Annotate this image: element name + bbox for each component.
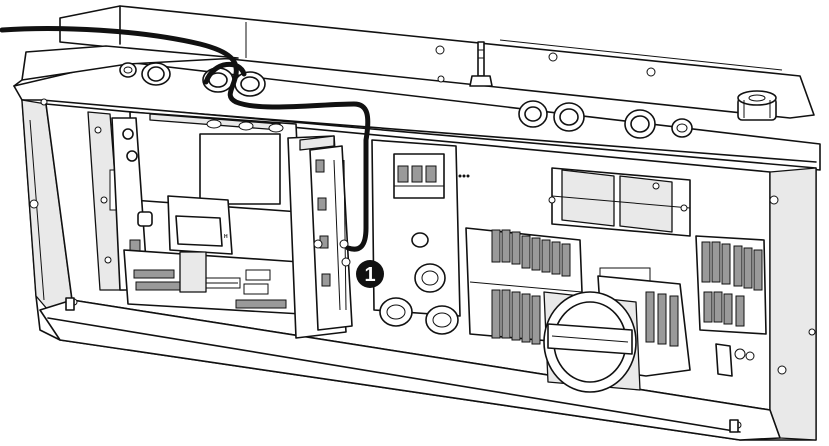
top-rear-panel [59,5,815,119]
svg-text:H: H [224,234,228,240]
screw [808,328,816,336]
mounting-hole [548,52,558,62]
center-mounting-plate [371,139,470,335]
fuse-holder-block [548,167,691,237]
cable-gland [624,109,656,139]
bushing [411,232,429,248]
mounting-hole [437,75,445,83]
callout-1: 1 [356,260,384,288]
mounting-hole [646,67,656,77]
pcb-terminal-row [133,269,287,309]
cable-entry-hole [379,297,413,327]
module-cover [199,133,281,205]
mounting-hole [435,45,445,55]
cable-gland [234,71,266,97]
main-disconnect-switch [543,275,691,393]
large-cable-gland [737,90,777,121]
small-nut [671,118,693,138]
cable-gland [518,100,548,128]
terminal-block-row [491,229,571,277]
cable-glands [119,41,777,139]
threaded-stud [469,41,493,87]
screw [777,365,787,375]
small-nut [119,62,137,78]
screw [769,195,779,205]
control-module: H [111,111,353,339]
callout-badge [356,260,384,288]
mounting-feet [65,297,739,433]
potentiometer [122,128,134,140]
potentiometer [126,150,138,162]
screw [29,199,39,209]
cable-route [0,26,371,252]
cable-gland [553,102,585,132]
ground-clamp [715,343,755,377]
cable-entry-hole [425,305,459,335]
terminal-block-row [491,289,541,345]
terminal-blocks-right [695,235,767,377]
switch-handle [547,323,633,355]
callout-number: 1 [364,264,375,286]
contactor [393,153,470,199]
cable-entry-hole [414,263,446,293]
cable-gland [141,62,171,86]
